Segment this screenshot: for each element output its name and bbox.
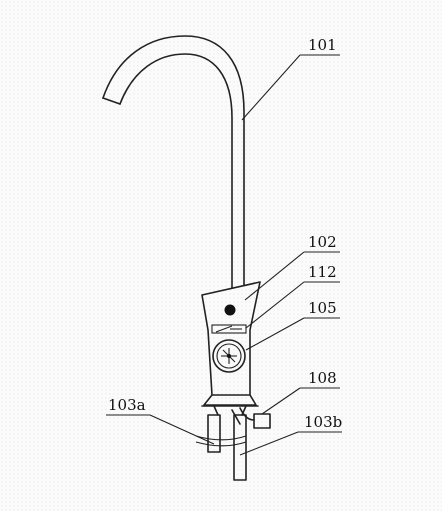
button-dot xyxy=(224,304,236,316)
leader-lines xyxy=(106,54,342,456)
label-103b: 103b xyxy=(304,413,342,431)
spout xyxy=(102,35,245,289)
base-flange xyxy=(201,394,259,416)
gauge xyxy=(212,339,246,373)
label-103a: 103a xyxy=(108,396,146,414)
label-101: 101 xyxy=(308,36,337,54)
label-108: 108 xyxy=(308,369,337,387)
inlet-pipes xyxy=(195,409,247,481)
label-112: 112 xyxy=(308,263,337,281)
indicator-window xyxy=(211,324,247,334)
label-102: 102 xyxy=(308,233,337,251)
label-105: 105 xyxy=(308,299,337,317)
faucet-body xyxy=(201,281,261,396)
